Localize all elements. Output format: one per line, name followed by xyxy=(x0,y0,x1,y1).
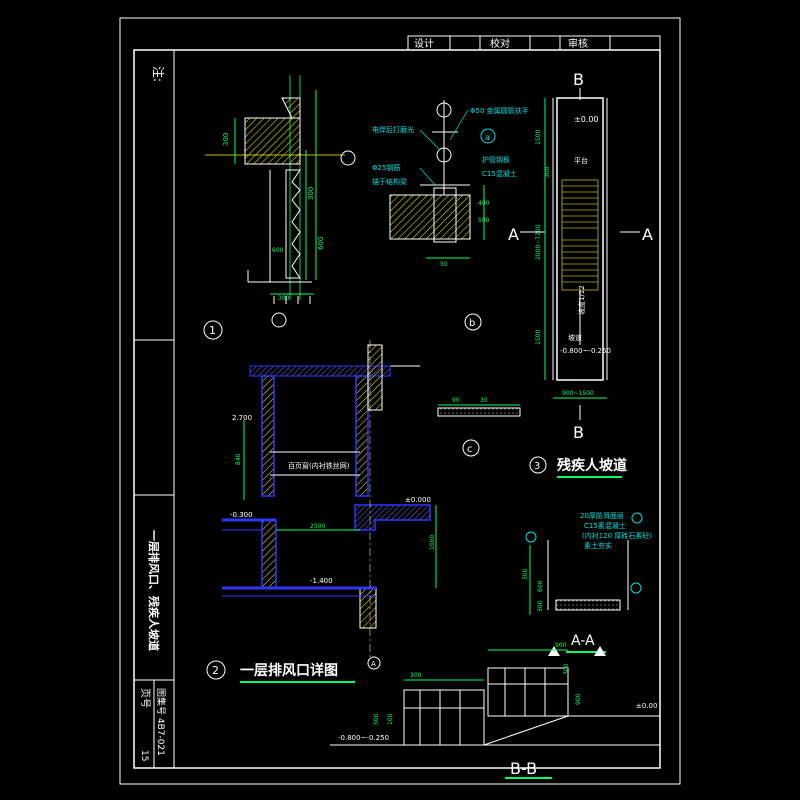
ramp-dim-0: 1500 xyxy=(535,130,542,145)
aa-title: A-A xyxy=(571,633,595,649)
detail1-dim-b: 300 xyxy=(307,187,315,200)
detail1-marker xyxy=(203,320,223,340)
ramp-side-right: A xyxy=(642,225,653,244)
detail2-marker-text: 2 xyxy=(212,664,219,677)
ramp-section-bottom: B xyxy=(573,423,584,442)
bb-dim-0: 300 xyxy=(410,672,422,679)
review-label: 审核 xyxy=(568,37,588,50)
aa-label-0: 20厚防滑面层 xyxy=(580,511,624,520)
detailc-marker xyxy=(462,439,480,457)
detail1-dim-a: 300 xyxy=(222,133,230,146)
detail2-level-3: ±0.000 xyxy=(405,496,431,504)
ramp-marker xyxy=(529,456,547,474)
ramp-top-level: ±0.00 xyxy=(574,115,599,124)
check-label: 校对 xyxy=(490,37,510,50)
ramp-bottom-level: -0.800~-0.250 xyxy=(560,347,611,355)
detailb-marker-text: b xyxy=(469,318,475,329)
aa-dim-0: 300 xyxy=(522,568,529,580)
note-label: 注: xyxy=(151,66,166,82)
section-bb: 300 900 500 100 900 300 -0.800~-0.250 ±0… xyxy=(330,642,660,779)
detail2-level-2: -1.400 xyxy=(310,577,333,585)
detailc-marker-text: c xyxy=(467,444,473,455)
aa-label-1: C15素混凝土 xyxy=(584,521,626,530)
aa-label-2: (内衬120 厚砖石素砼) xyxy=(582,531,652,540)
ramp-plan: B B A A ±0 xyxy=(508,70,653,478)
ramp-slope-lines xyxy=(561,179,599,291)
detail-1: 300 300 600 600 300 1 xyxy=(203,75,356,340)
detail2-axis: A xyxy=(371,660,376,668)
detailb-dim-1: 500 xyxy=(478,217,490,224)
detail1-dim-e: 300 xyxy=(278,295,290,302)
detail-b: Φ50 金属圆管扶手 电焊后打磨光 Φ25钢筋 锚于结构梁 护管钢板 C15混凝… xyxy=(372,100,529,331)
detail2-louver-label: 百页窗(内衬铁丝网) xyxy=(288,461,350,470)
ramp-dim-4: 900~1500 xyxy=(562,390,594,397)
design-label: 设计 xyxy=(414,37,434,50)
top-title-strip: 设计 校对 审核 xyxy=(407,35,661,51)
detailb-label-2: Φ25钢筋 xyxy=(372,163,400,172)
drawing-number: 图集号 4B7-021 xyxy=(155,688,167,756)
bb-dim-2: 500 xyxy=(373,713,380,725)
detail2-dim-2: 1000 xyxy=(429,535,436,550)
detailb-circle-ref: a xyxy=(485,133,490,142)
bb-dim-1: 900 xyxy=(555,642,567,649)
page-number: 15 xyxy=(139,750,149,761)
bb-dim-4: 900 xyxy=(575,693,582,705)
section-aa: 300 600 300 20厚防滑面层 C15素混凝土 (内衬120 厚砖石素砼… xyxy=(522,511,652,656)
ramp-title: 残疾人坡道 xyxy=(557,457,627,474)
detailb-label-5: C15混凝土 xyxy=(482,169,517,178)
detailc-dim-1: 30 xyxy=(480,397,488,404)
bb-level-0: -0.800~-0.250 xyxy=(338,734,389,742)
detail1-dim-d: 600 xyxy=(272,247,284,254)
detailb-label-4: 护管钢板 xyxy=(482,155,510,164)
detailc-dim-0: 90 xyxy=(452,397,460,404)
detail2-level-0: 2.700 xyxy=(232,414,252,422)
ramp-section-top: B xyxy=(573,70,584,89)
ramp-slope-ratio: 坡度1/12 xyxy=(577,285,586,315)
bb-dim-3: 100 xyxy=(387,713,394,725)
page-label: 页号 xyxy=(139,688,151,708)
bb-title: B-B xyxy=(510,759,537,778)
bb-dim-5: 300 xyxy=(563,663,570,675)
detail2-dim-0: 840 xyxy=(235,453,242,465)
detail1-marker-text: 1 xyxy=(209,324,216,337)
detailb-dim-2: 50 xyxy=(440,261,448,268)
ramp-dim-3: 1500 xyxy=(535,330,542,345)
detail2-marker xyxy=(206,660,226,680)
detail-c: 90 30 c xyxy=(437,397,521,457)
detail-2: A 百页窗(内衬铁丝网) 2.700 -0.300 -1.400 ±0.000 … xyxy=(206,340,437,683)
ramp-platform-label: 平台 xyxy=(574,156,588,165)
bb-level-1: ±0.00 xyxy=(636,702,657,710)
aa-label-3: 素土夯实 xyxy=(584,541,612,550)
detail2-level-1: -0.300 xyxy=(230,511,253,519)
drawing-title: 一层排风口、残疾人坡道 xyxy=(147,530,161,651)
detailb-label-0: Φ50 金属圆管扶手 xyxy=(470,106,529,115)
detail2-title: 一层排风口详图 xyxy=(240,662,338,679)
ramp-side-left: A xyxy=(508,225,519,244)
detail1-dim-c: 600 xyxy=(317,237,325,250)
detailb-label-1: 电焊后打磨光 xyxy=(372,125,414,134)
detailb-label-3: 锚于结构梁 xyxy=(372,177,407,186)
detailb-marker xyxy=(464,313,482,331)
ramp-marker-text: 3 xyxy=(534,461,540,472)
detail2-dim-1: 2500 xyxy=(310,523,325,530)
ramp-dim-2: 2000~7200 xyxy=(535,224,542,260)
aa-dim-1: 600 xyxy=(537,580,544,592)
detailb-dim-0: 400 xyxy=(478,200,490,207)
ramp-slope-label: 坡道 xyxy=(568,333,582,342)
ramp-dim-1: 300 xyxy=(544,166,551,178)
left-title-block: 注: 一层排风口、残疾人坡道 页号 图集号 4B7-021 15 xyxy=(133,49,175,769)
aa-dim-2: 300 xyxy=(537,600,544,612)
